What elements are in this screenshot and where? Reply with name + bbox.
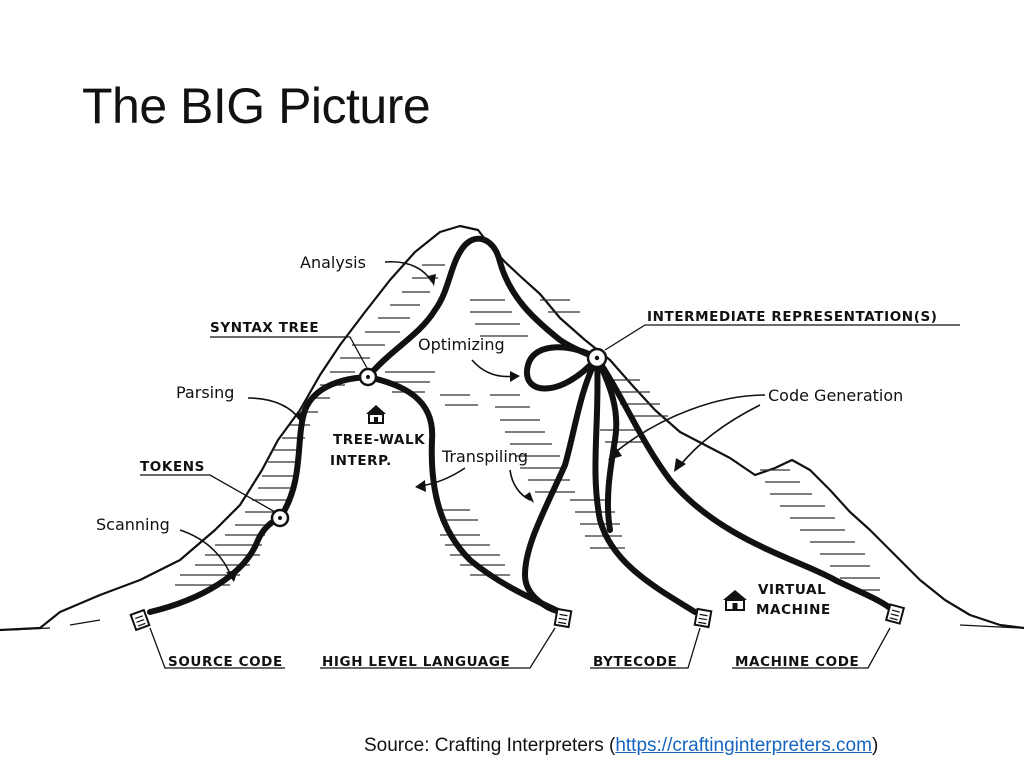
mountain-diagram: Analysis SYNTAX TREE Parsing TOKENS Scan… <box>0 224 1024 670</box>
source-link[interactable]: https://craftinginterpreters.com <box>615 735 872 756</box>
label-tree-walk: TREE-WALK <box>333 432 425 448</box>
diagram-labels: Analysis SYNTAX TREE Parsing TOKENS Scan… <box>96 253 938 670</box>
high-level-language-file-icon <box>553 607 573 629</box>
label-tokens: TOKENS <box>140 459 205 475</box>
source-caption: Source: Crafting Interpreters (https://c… <box>364 735 878 757</box>
label-source-code: SOURCE CODE <box>168 654 283 670</box>
file-endpoints <box>129 603 906 632</box>
label-code-generation: Code Generation <box>768 386 903 405</box>
caption-suffix: ) <box>871 735 879 756</box>
label-optimizing: Optimizing <box>418 335 505 354</box>
syntax-tree-node-icon <box>358 367 378 387</box>
label-bytecode: BYTECODE <box>593 654 677 670</box>
label-transpiling: Transpiling <box>441 447 528 466</box>
machine-code-file-icon <box>884 603 906 625</box>
caption-prefix: Source: Crafting Interpreters ( <box>364 735 616 756</box>
label-high-level-language: HIGH LEVEL LANGUAGE <box>322 654 510 670</box>
compiler-roads <box>147 235 893 615</box>
bytecode-file-icon <box>693 607 713 629</box>
ground-lines <box>9 619 1021 631</box>
source-code-file-icon <box>129 608 151 632</box>
label-analysis: Analysis <box>300 253 366 272</box>
label-scanning: Scanning <box>96 515 170 534</box>
label-machine: MACHINE <box>756 602 831 618</box>
tokens-node-icon <box>270 508 290 528</box>
annotation-arrows <box>179 260 766 582</box>
bottom-label-brackets <box>140 324 960 669</box>
label-intermediate-representation: INTERMEDIATE REPRESENTATION(S) <box>647 309 938 325</box>
label-machine-code: MACHINE CODE <box>735 654 859 670</box>
virtual-machine-house-icon <box>723 590 747 611</box>
slide-title: The BIG Picture <box>82 78 431 134</box>
ir-node-icon <box>586 347 608 369</box>
label-syntax-tree: SYNTAX TREE <box>210 320 319 336</box>
mountain-outline <box>0 224 1024 632</box>
label-interp: INTERP. <box>330 453 392 469</box>
label-parsing: Parsing <box>176 383 234 402</box>
tree-walk-house-icon <box>366 405 386 424</box>
label-virtual: VIRTUAL <box>758 582 826 598</box>
